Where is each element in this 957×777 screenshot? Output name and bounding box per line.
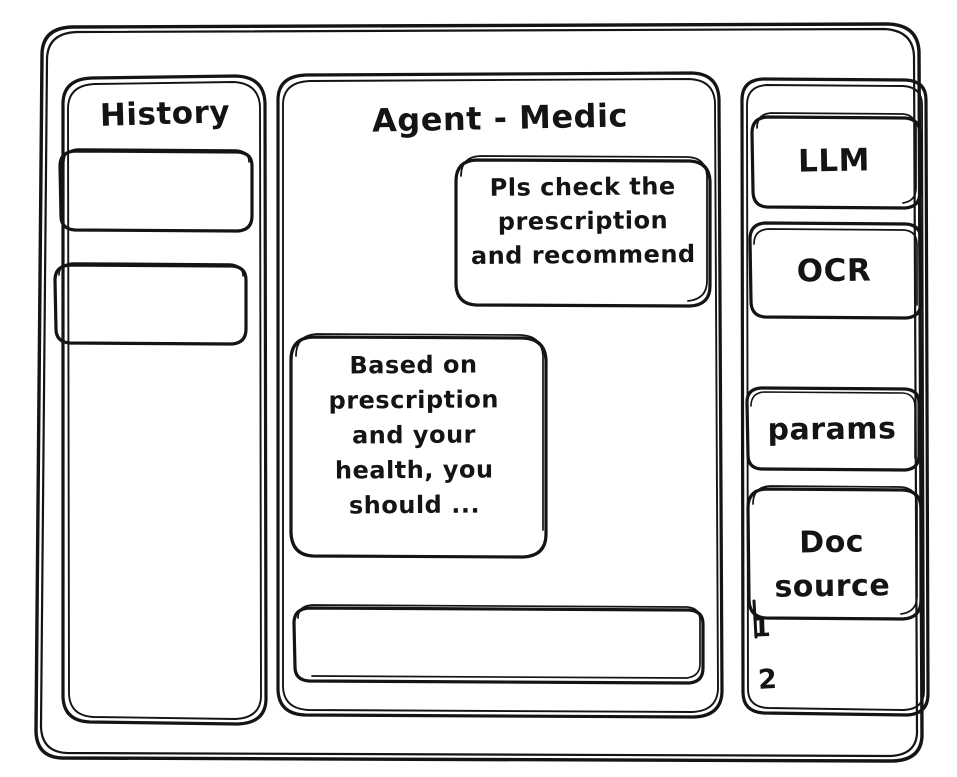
history-item-1[interactable] (60, 151, 252, 231)
params-button[interactable] (747, 388, 919, 470)
doc-source-button[interactable] (748, 489, 921, 619)
llm-button[interactable] (752, 117, 920, 208)
ocr-button[interactable] (750, 223, 921, 318)
user-message (456, 160, 710, 306)
history-item-2[interactable] (55, 265, 246, 344)
agent-message (291, 337, 546, 557)
message-input[interactable] (294, 608, 703, 683)
